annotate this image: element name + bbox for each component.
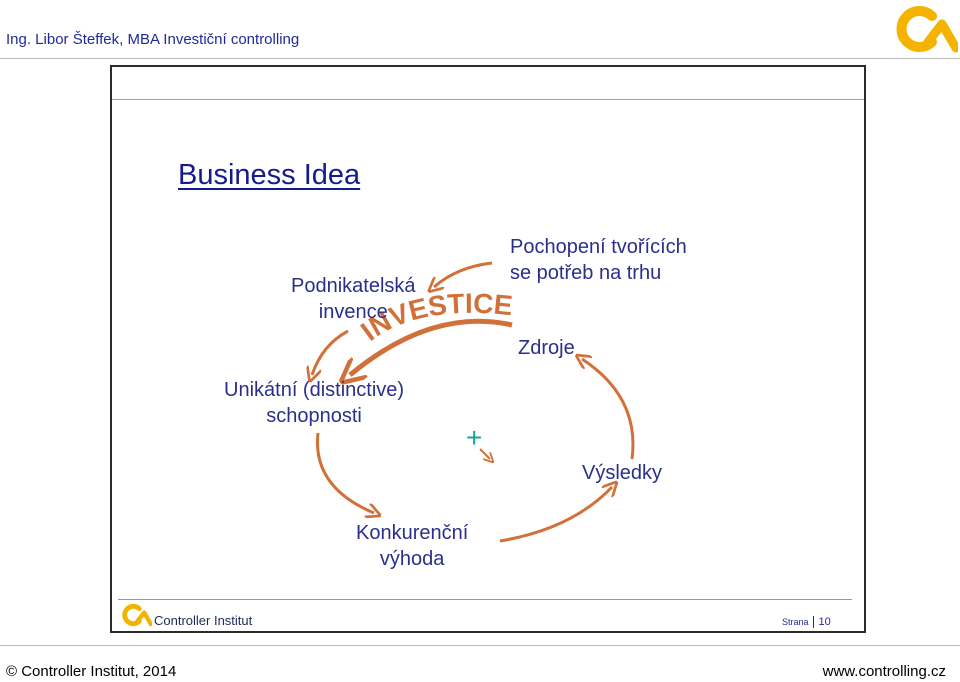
arrow-investment — [350, 318, 513, 375]
slide-brand-logo — [122, 603, 152, 627]
arrow-capabilities-advantage — [315, 432, 374, 513]
header-author: Ing. Libor Šteffek, MBA Investiční contr… — [6, 31, 300, 48]
page-number: 10 — [812, 616, 831, 628]
slide-title: Business Idea — [178, 159, 361, 191]
invention-line-2: invence — [318, 301, 388, 323]
resources-label: Zdroje — [518, 337, 575, 359]
arrow-invention-capabilities — [312, 329, 349, 375]
header-divider — [0, 58, 960, 59]
advantage-line-1: Konkurenční — [356, 522, 469, 544]
slide-brand-name: Controller Institut — [154, 613, 253, 628]
results-label: Výsledky — [582, 462, 663, 484]
arrow-results-resources — [582, 359, 635, 460]
capabilities-label: Unikátní (distinctive) schopnosti — [224, 377, 404, 429]
controller-institut-logo — [896, 6, 958, 53]
slide-top-band — [112, 67, 864, 100]
understanding-line-1: Pochopení tvořících — [510, 236, 687, 258]
footer-copyright: © Controller Institut, 2014 — [6, 663, 177, 680]
understanding-line-2: se potřeb na trhu — [510, 262, 662, 284]
arrow-understanding-invention — [434, 261, 493, 287]
arrow-advantage-results — [499, 487, 612, 543]
advantage-line-2: výhoda — [379, 548, 445, 570]
slide-frame: Business Idea INVESTICE Podnikatelská in… — [110, 65, 866, 633]
invention-line-1: Podnikatelská — [291, 275, 416, 297]
invention-label: Podnikatelská invence — [291, 273, 416, 325]
slide-footer-divider — [118, 599, 852, 600]
advantage-label: Konkurenční výhoda — [356, 520, 468, 572]
footer-divider — [0, 645, 960, 646]
footer-website[interactable]: www.controlling.cz — [822, 663, 946, 680]
plus-label: + — [466, 422, 483, 453]
business-idea-diagram: INVESTICE — [112, 261, 635, 543]
understanding-label: Pochopení tvořících se potřeb na trhu — [510, 234, 687, 286]
page-label: Strana — [782, 617, 809, 627]
capabilities-line-2: schopnosti — [266, 405, 362, 427]
plus-arrow-tail — [479, 448, 490, 459]
capabilities-line-1: Unikátní (distinctive) — [224, 379, 405, 401]
